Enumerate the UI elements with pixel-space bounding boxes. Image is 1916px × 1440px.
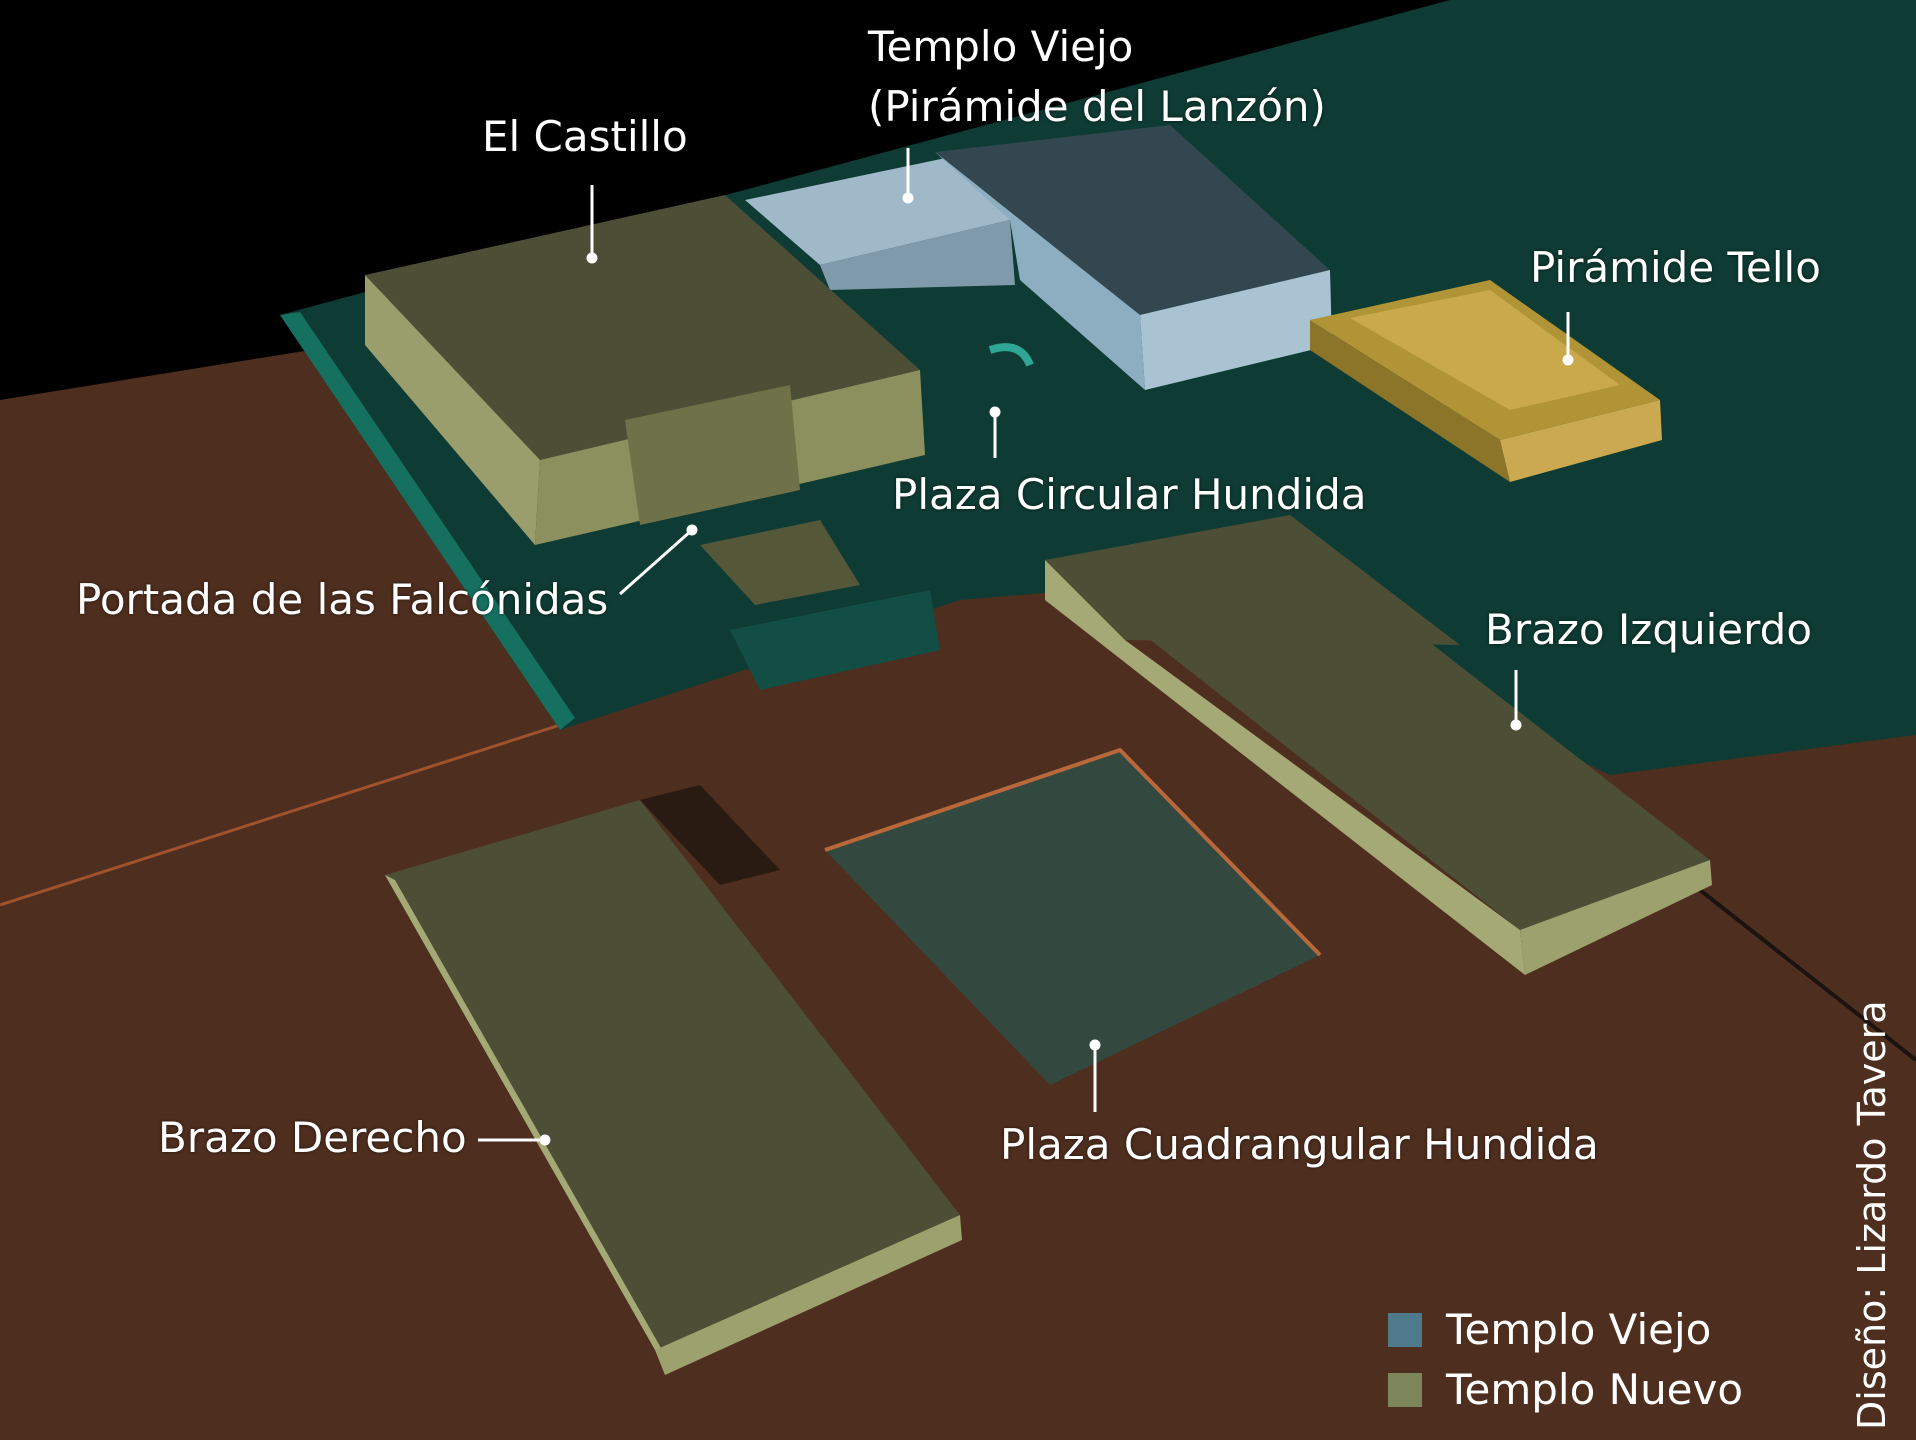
label-plaza-circular-hundida: Plaza Circular Hundida [892,470,1367,519]
piramide-tello-top [1350,290,1620,410]
ground-edge-line [0,723,561,907]
label-portada-de-las-falconidas: Portada de las Falcónidas [76,575,609,624]
platform-step [730,590,940,690]
portada-de-las-falconidas-shape [625,385,800,525]
legend-swatch-templo-viejo [1388,1312,1422,1347]
brazo-derecho-top [385,800,960,1350]
ceremonial-platform [280,0,1916,775]
brazo-derecho-front [385,875,665,1355]
legend-item-templo-nuevo: Templo Nuevo [1388,1365,1743,1414]
brazo-derecho-shadow-notch [640,785,780,885]
label-templo-viejo-line1: Templo Viejo [868,22,1134,71]
label-plaza-cuadrangular-hundida: Plaza Cuadrangular Hundida [1000,1120,1599,1169]
label-templo-viejo-line2: (Pirámide del Lanzón) [868,82,1326,131]
annotation-arrows [478,148,1574,1146]
design-credit: Diseño: Lizardo Tavera [1850,1000,1894,1430]
el-castillo-front [365,275,540,545]
legend-label-templo-nuevo: Templo Nuevo [1446,1365,1744,1414]
templo-viejo-top-left [745,155,1010,265]
ground-crack-line [1698,888,1916,1062]
legend-label-templo-viejo: Templo Viejo [1446,1305,1712,1354]
label-brazo-derecho: Brazo Derecho [158,1113,467,1162]
label-brazo-izquierdo: Brazo Izquierdo [1485,605,1813,654]
brazo-izquierdo-top [1125,565,1710,930]
templo-viejo-top [935,125,1330,315]
label-piramide-tello: Pirámide Tello [1530,243,1821,292]
plaza-cuadrangular-hundida-shape [825,750,1320,1085]
legend-swatch-templo-nuevo [1388,1372,1422,1407]
brazo-izquierdo-side [1520,860,1712,975]
plaza-cuadrangular-rim [824,747,1322,957]
brazo-derecho-side [655,1215,962,1375]
templo-viejo-side-left [820,220,1015,290]
arrow-portada [619,528,693,596]
piramide-tello-side [1500,400,1662,482]
templo-viejo-front [935,152,1145,390]
plaza-circular-hundida-shape [988,343,1034,367]
templo-viejo-side [1140,270,1332,390]
castillo-annex [700,520,860,605]
platform-edge [280,312,575,730]
legend-item-templo-viejo: Templo Viejo [1388,1305,1711,1354]
label-el-castillo: El Castillo [482,112,688,161]
brazo-izquierdo-front [1045,560,1525,975]
piramide-tello-front [1310,320,1510,482]
